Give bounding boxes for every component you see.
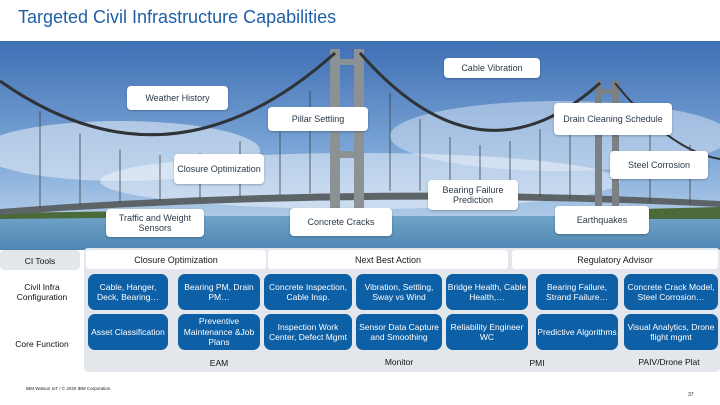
callout-pillar-settling: Pillar Settling — [268, 107, 368, 131]
core-cell-4: Sensor Data Capture and Smoothing — [356, 314, 442, 350]
platform-eam: EAM — [178, 355, 260, 371]
callout-bearing-failure-prediction: Bearing Failure Prediction — [428, 180, 518, 210]
header-closure-optimization: Closure Optimization — [86, 250, 266, 269]
callout-steel-corrosion: Steel Corrosion — [610, 151, 708, 179]
platform-paiv: PAIV/Drone Plat — [620, 354, 718, 370]
callout-drain-cleaning: Drain Cleaning Schedule — [554, 103, 672, 135]
config-cell-7: Concrete Crack Model, Steel Corrosion… — [624, 274, 718, 310]
page-title: Targeted Civil Infrastructure Capabiliti… — [18, 7, 336, 28]
config-cell-1: Cable, Hanger, Deck, Bearing… — [88, 274, 168, 310]
callout-closure-optimization: Closure Optimization — [174, 154, 264, 184]
header-regulatory-advisor: Regulatory Advisor — [512, 250, 718, 269]
config-cell-4: Vibration, Settling, Sway vs Wind — [356, 274, 442, 310]
header-next-best-action: Next Best Action — [268, 250, 508, 269]
core-cell-1: Asset Classification — [88, 314, 168, 350]
callout-traffic-weight-sensors: Traffic and Weight Sensors — [106, 209, 204, 237]
core-cell-3: Inspection Work Center, Defect Mgmt — [264, 314, 352, 350]
footer-copyright: IBM Watson IoT / © 2020 IBM Corporation — [26, 386, 110, 391]
platform-monitor: Monitor — [356, 354, 442, 370]
config-cell-2: Bearing PM, Drain PM… — [178, 274, 260, 310]
platform-pmi: PMI — [496, 355, 578, 371]
config-cell-6: Bearing Failure, Strand Failure… — [536, 274, 618, 310]
config-cell-3: Concrete Inspection, Cable Insp. — [264, 274, 352, 310]
callout-cable-vibration: Cable Vibration — [444, 58, 540, 78]
config-cell-5: Bridge Health, Cable Health,… — [446, 274, 528, 310]
core-cell-5: Reliability Engineer WC — [446, 314, 528, 350]
row-label-core-function: Core Function — [2, 326, 82, 362]
callout-concrete-cracks: Concrete Cracks — [290, 208, 392, 236]
core-cell-6: Predictive Algorithms — [536, 314, 618, 350]
callout-weather-history: Weather History — [127, 86, 228, 110]
page-number: 37 — [688, 392, 694, 398]
core-cell-7: Visual Analytics, Drone flight mgmt — [624, 314, 718, 350]
callout-earthquakes: Earthquakes — [555, 206, 649, 234]
row-label-civil-infra: Civil Infra Configuration — [2, 274, 82, 310]
core-cell-2: Preventive Maintenance &Job Plans — [178, 314, 260, 350]
row-label-ci-tools: CI Tools — [2, 251, 78, 271]
